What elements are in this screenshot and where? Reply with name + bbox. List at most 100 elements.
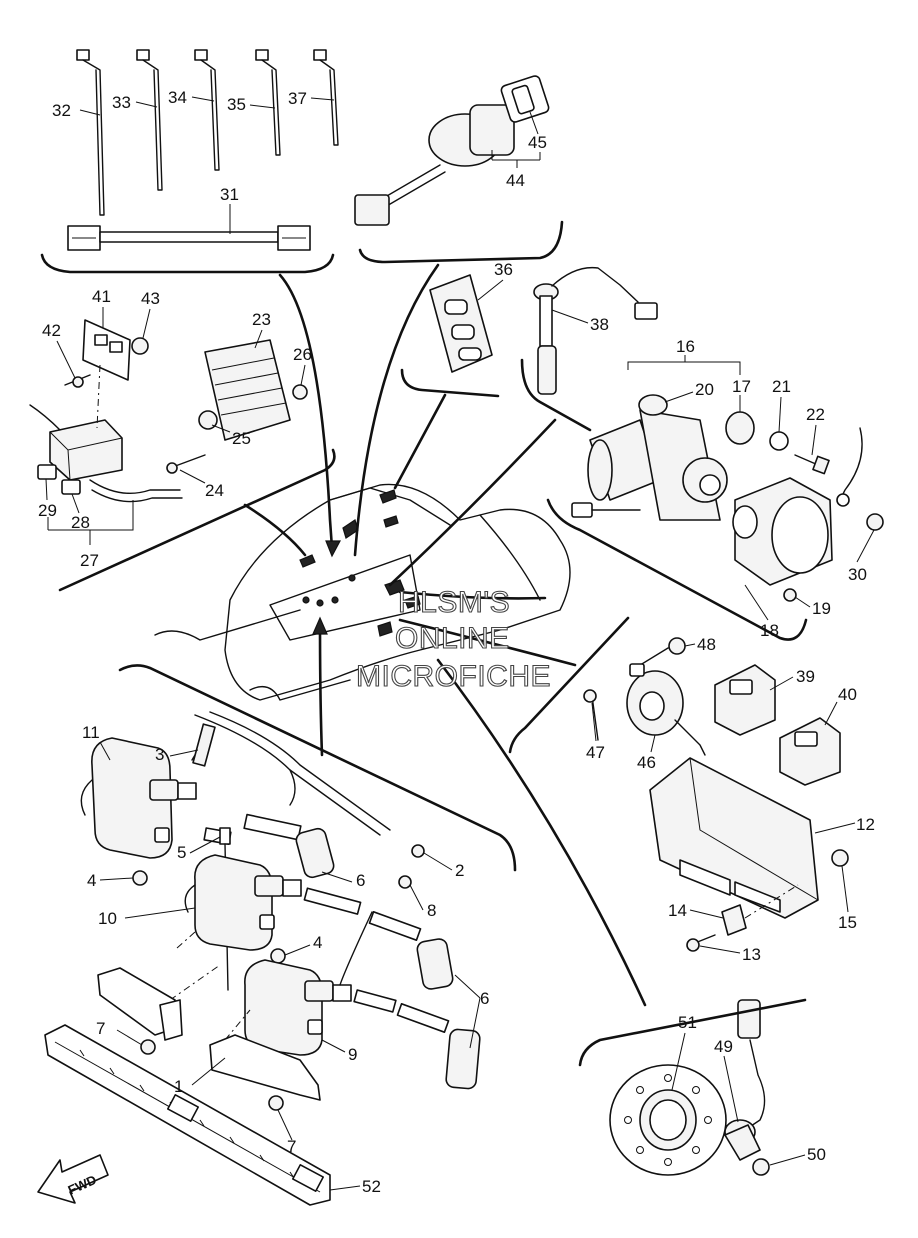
callout-28: 28 xyxy=(71,513,90,532)
plate-41 xyxy=(82,319,131,381)
group-bracket-top-right xyxy=(358,220,564,264)
callout-45: 45 xyxy=(528,133,547,152)
callout-50: 50 xyxy=(807,1145,826,1164)
sensor-38 xyxy=(533,266,658,395)
callout-49: 49 xyxy=(714,1037,733,1056)
callout-35: 35 xyxy=(227,95,246,114)
callout-40: 40 xyxy=(838,685,857,704)
rectifier-regulator-23 xyxy=(204,339,291,441)
group-bracket-bottom-left xyxy=(118,664,517,872)
cable-tie-33 xyxy=(136,49,163,191)
callout-6b: 6 xyxy=(480,989,489,1008)
group-bracket-right xyxy=(546,498,808,641)
cable-tie-37 xyxy=(313,49,339,146)
ignition-coil-group xyxy=(44,664,517,1206)
ignition-coil-10 xyxy=(184,854,302,951)
fwd-arrow-icon: FWD xyxy=(37,1154,109,1204)
callout-7a: 7 xyxy=(96,1019,105,1038)
callout-11: 11 xyxy=(82,723,100,742)
callout-9: 9 xyxy=(348,1045,357,1064)
callout-1: 1 xyxy=(174,1077,183,1096)
callout-5: 5 xyxy=(177,843,186,862)
callout-18: 18 xyxy=(760,621,779,640)
callout-32: 32 xyxy=(52,101,71,120)
callout-16: 16 xyxy=(676,337,695,356)
callout-2: 2 xyxy=(455,861,464,880)
callout-7b: 7 xyxy=(287,1137,296,1156)
watermark-line-2: ONLINE xyxy=(395,622,510,655)
callout-31: 31 xyxy=(220,185,239,204)
callout-3: 3 xyxy=(155,745,164,764)
callout-20: 20 xyxy=(695,380,714,399)
sensor-39 xyxy=(714,664,776,736)
callout-52: 52 xyxy=(362,1177,381,1196)
callout-27: 27 xyxy=(80,551,99,570)
callout-43: 43 xyxy=(141,289,160,308)
watermark: HLSM'S ONLINE MICROFICHE xyxy=(355,585,551,693)
callout-17: 17 xyxy=(732,377,751,396)
callout-23: 23 xyxy=(252,310,271,329)
callout-41: 41 xyxy=(92,287,111,306)
group-bracket-sensor xyxy=(520,358,592,432)
group-bracket-top-left xyxy=(40,253,335,274)
ignition-coil-9 xyxy=(244,959,352,1056)
callout-24: 24 xyxy=(205,481,224,500)
callout-6a: 6 xyxy=(356,871,365,890)
callout-19: 19 xyxy=(812,599,831,618)
watermark-line-3: MICROFICHE xyxy=(356,660,551,693)
sub-harness-31 xyxy=(67,225,311,251)
rail-52 xyxy=(44,1024,331,1206)
main-switch-group xyxy=(354,75,564,264)
callout-44: 44 xyxy=(506,171,525,190)
group-bracket-center xyxy=(400,368,500,398)
callout-29: 29 xyxy=(38,501,57,520)
callout-4b: 4 xyxy=(313,933,322,952)
callout-30: 30 xyxy=(848,565,867,584)
ignition-coil-11 xyxy=(80,737,197,859)
cable-tie-32 xyxy=(76,49,105,216)
callout-26: 26 xyxy=(293,345,312,364)
group-bracket-left-middle xyxy=(58,448,336,592)
callout-labels: 32 33 34 35 37 31 45 44 41 43 42 23 26 2… xyxy=(38,88,875,1196)
callout-39: 39 xyxy=(796,667,815,686)
leader-lines xyxy=(45,96,875,1191)
callout-22: 22 xyxy=(806,405,825,424)
callout-21: 21 xyxy=(772,377,791,396)
callout-37: 37 xyxy=(288,89,307,108)
callout-38: 38 xyxy=(590,315,609,334)
watermark-line-1: HLSM'S xyxy=(398,586,510,619)
callout-25: 25 xyxy=(232,429,251,448)
rotor-group xyxy=(578,998,807,1176)
group-bracket-right-middle xyxy=(508,616,630,754)
cable-tie-group xyxy=(40,49,339,274)
callout-15: 15 xyxy=(838,913,857,932)
bracket-1 xyxy=(97,967,321,1101)
cdi-unit-12 xyxy=(649,757,849,952)
callout-14: 14 xyxy=(668,901,687,920)
callout-12: 12 xyxy=(856,815,875,834)
callout-33: 33 xyxy=(112,93,131,112)
holder-36 xyxy=(429,274,493,373)
cable-tie-35 xyxy=(255,49,281,156)
callout-13: 13 xyxy=(742,945,761,964)
callout-10: 10 xyxy=(98,909,117,928)
group-bracket-bottom-right xyxy=(578,998,807,1067)
callout-34: 34 xyxy=(168,88,187,107)
starter-group xyxy=(546,394,884,641)
sensor-40 xyxy=(779,717,841,786)
callout-4a: 4 xyxy=(87,871,96,890)
relay-27 xyxy=(49,419,123,481)
callout-36: 36 xyxy=(494,260,513,279)
pointer-lines xyxy=(243,263,647,1007)
pickup-coil-group xyxy=(508,616,841,786)
callout-8: 8 xyxy=(427,901,436,920)
callout-42: 42 xyxy=(42,321,61,340)
starter-motor xyxy=(732,477,833,586)
callout-47: 47 xyxy=(586,743,605,762)
regulator-group xyxy=(29,319,336,592)
callout-51: 51 xyxy=(678,1013,697,1032)
cable-tie-34 xyxy=(194,49,220,171)
callout-48: 48 xyxy=(697,635,716,654)
callout-46: 46 xyxy=(637,753,656,772)
